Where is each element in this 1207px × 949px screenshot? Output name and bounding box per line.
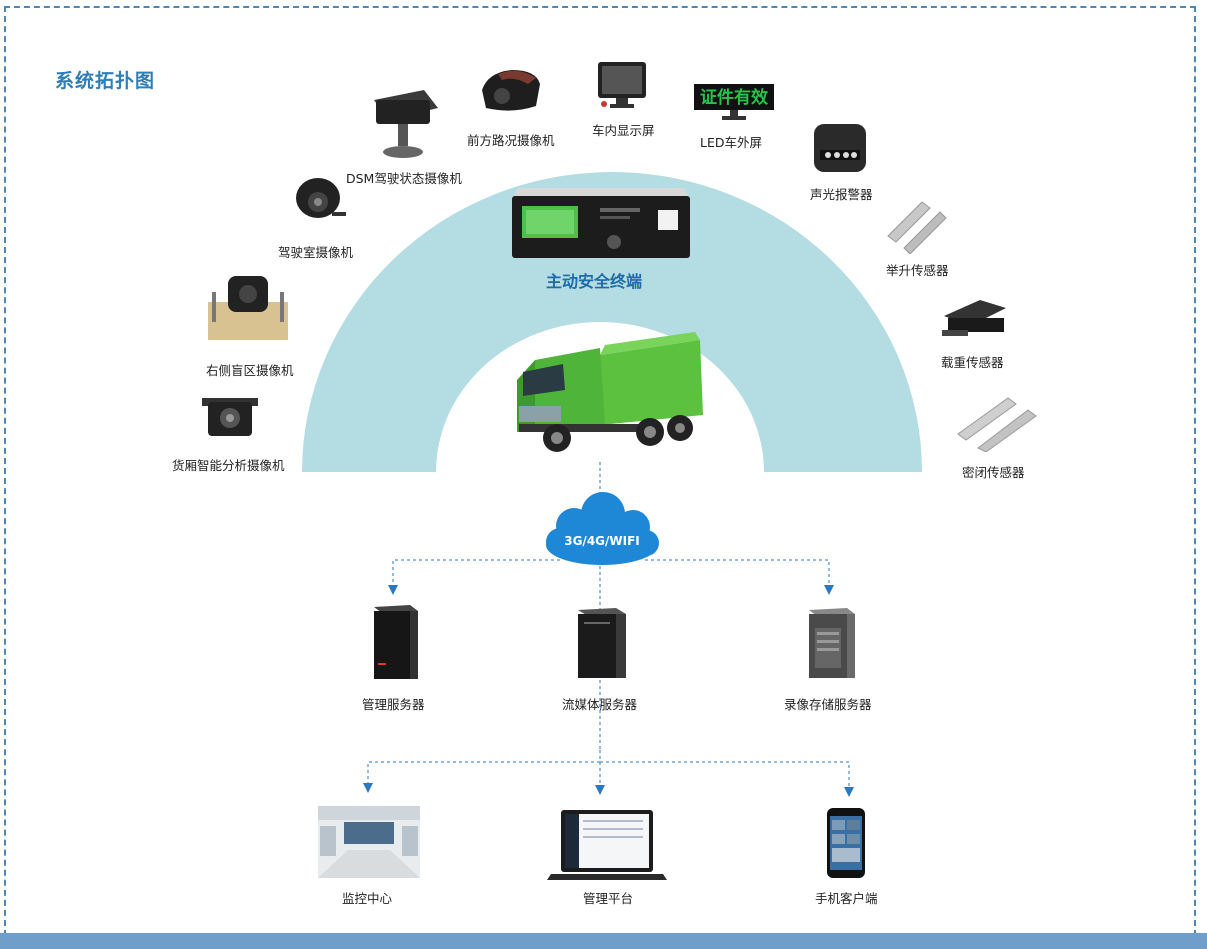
stream-server-icon [578,608,626,678]
label-alarm: 声光报警器 [810,187,873,202]
label-mobile-client: 手机客户端 [815,891,878,906]
label-cargo-camera: 货厢智能分析摄像机 [172,458,285,473]
in-car-display-icon [598,62,646,108]
led-text: 证件有效 [700,87,768,108]
label-stream-server: 流媒体服务器 [562,697,638,712]
cab-camera-icon [296,178,346,218]
laptop-icon [547,810,667,880]
label-record-server: 录像存储服务器 [784,697,872,712]
label-monitor-center: 监控中心 [342,891,393,906]
label-front-road-camera: 前方路况摄像机 [467,133,555,148]
diagram-title: 系统拓扑图 [55,70,156,92]
label-cab-camera: 驾驶室摄像机 [278,245,354,260]
bottom-bar [0,933,1207,949]
label-led-screen: LED车外屏 [700,135,762,150]
lift-sensor-icon [887,201,947,254]
cloud-icon [546,492,659,565]
label-mgmt-platform: 管理平台 [583,891,634,906]
hub-label: 主动安全终端 [546,272,643,291]
label-blind-spot-camera: 右侧盲区摄像机 [206,363,294,378]
dsm-camera-icon [374,90,438,158]
network-label: 3G/4G/WIFI [564,534,640,548]
label-dsm-camera: DSM驾驶状态摄像机 [346,171,462,186]
load-sensor-icon [942,300,1006,336]
mobile-phone-icon [827,808,865,878]
dashed-frame [4,6,1196,936]
led-screen-icon: 证件有效 [694,84,774,120]
label-in-car-display: 车内显示屏 [592,123,655,138]
label-seal-sensor: 密闭传感器 [962,465,1025,480]
label-load-sensor: 载重传感器 [941,355,1004,370]
front-road-camera-icon [482,70,540,111]
label-mgmt-server: 管理服务器 [362,697,425,712]
terminal-device-icon [512,188,690,258]
dump-truck-icon [517,332,703,452]
outer-arch [302,172,922,472]
seal-sensor-icon [957,397,1037,452]
blind-spot-camera-icon [208,276,288,340]
monitor-center-icon [318,806,420,878]
record-server-icon [809,608,855,678]
mgmt-server-icon [374,605,418,679]
label-lift-sensor: 举升传感器 [886,263,949,278]
alarm-icon [814,124,866,172]
cargo-camera-icon [202,398,258,436]
